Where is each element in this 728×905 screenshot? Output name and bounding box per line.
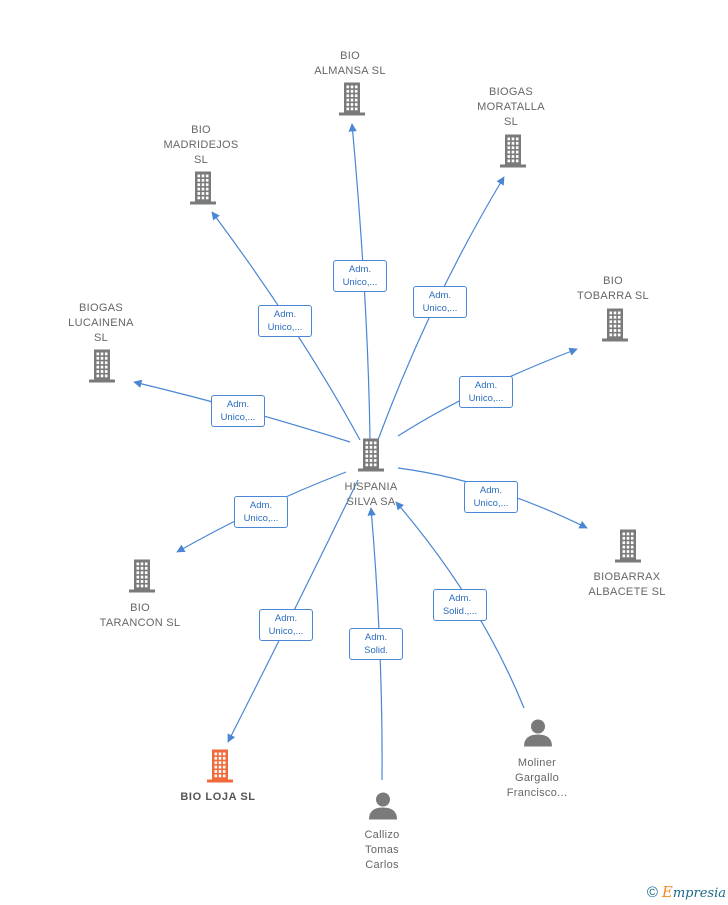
edge-label-line: Adm. <box>474 380 498 391</box>
edge-label-line: Adm. <box>226 399 250 410</box>
node-loja[interactable] <box>204 749 236 788</box>
node-label-biobarrax[interactable]: BIOBARRAX ALBACETE SL <box>588 571 666 598</box>
node-biobarrax[interactable] <box>612 529 644 568</box>
node-label-tobarra[interactable]: BIO TOBARRA SL <box>577 275 649 302</box>
edge-label-line: Adm. <box>479 485 503 496</box>
person-icon <box>524 719 552 747</box>
building-icon <box>190 171 216 205</box>
brand-watermark: © Empresia <box>647 883 726 901</box>
node-label-almansa[interactable]: BIO ALMANSA SL <box>314 50 386 77</box>
building-icon <box>129 559 155 593</box>
edge-label-moratalla[interactable]: Adm. Unico,... <box>413 286 467 318</box>
edge-label-line: Unico,... <box>342 277 378 288</box>
edge-label-loja[interactable]: Adm. Unico,... <box>259 609 313 641</box>
node-callizo[interactable] <box>368 792 398 825</box>
edge-label-callizo[interactable]: Adm. Solid. <box>349 628 403 660</box>
node-label-moratalla[interactable]: BIOGAS MORATALLA SL <box>477 86 545 128</box>
building-icon <box>89 349 115 383</box>
edge-label-line: Unico,... <box>268 626 304 637</box>
node-lucainena[interactable] <box>86 349 118 388</box>
edge-label-line: Adm. <box>273 309 297 320</box>
brand-name: mpresia <box>672 886 726 901</box>
edge-label-line: Unico,... <box>243 513 279 524</box>
building-icon <box>500 134 526 168</box>
building-icon <box>207 749 233 783</box>
node-label-tarancon[interactable]: BIO TARANCON SL <box>99 602 181 629</box>
edge-label-line: Unico,... <box>468 393 504 404</box>
edge-label-line: Adm. <box>448 593 472 604</box>
edge-label-line: Adm. <box>348 264 372 275</box>
edge-label-tarancon[interactable]: Adm. Unico,... <box>234 496 288 528</box>
edge-label-moliner[interactable]: Adm. Solid.,... <box>433 589 487 621</box>
edge-label-line: Adm. <box>364 632 388 643</box>
node-almansa[interactable] <box>336 82 368 121</box>
edge-label-line: Unico,... <box>220 412 256 423</box>
edge-label-line: Unico,... <box>422 303 458 314</box>
building-icon <box>602 308 628 342</box>
node-label-moliner[interactable]: Moliner Gargallo Francisco... <box>506 757 568 799</box>
edge-label-line: Adm. <box>428 290 452 301</box>
person-icon <box>369 792 397 820</box>
node-tobarra[interactable] <box>599 308 631 347</box>
edge-label-line: Unico,... <box>267 322 303 333</box>
edge-label-line: Adm. <box>249 500 273 511</box>
edge-label-madridejos[interactable]: Adm. Unico,... <box>258 305 312 337</box>
copyright-symbol: © <box>646 883 658 901</box>
node-label-hispania[interactable]: HISPANIA SILVA SA <box>344 481 398 508</box>
node-moliner[interactable] <box>523 719 553 752</box>
node-madridejos[interactable] <box>187 171 219 210</box>
node-label-loja[interactable]: BIO LOJA SL <box>180 791 256 803</box>
node-label-lucainena[interactable]: BIOGAS LUCAINENA SL <box>68 302 134 344</box>
node-moratalla[interactable] <box>497 134 529 173</box>
edge-label-tobarra[interactable]: Adm. Unico,... <box>459 376 513 408</box>
building-icon <box>358 438 384 472</box>
node-label-madridejos[interactable]: BIO MADRIDEJOS SL <box>163 124 239 166</box>
edge-label-line: Unico,... <box>473 498 509 509</box>
node-hispania[interactable] <box>355 438 387 477</box>
edge-label-biobarrax[interactable]: Adm. Unico,... <box>464 481 518 513</box>
edge-label-lucainena[interactable]: Adm. Unico,... <box>211 395 265 427</box>
building-icon <box>339 82 365 116</box>
edge-label-line: Solid. <box>364 645 388 656</box>
building-icon <box>615 529 641 563</box>
edge-label-line: Solid.,... <box>442 606 478 617</box>
edge-label-line: Adm. <box>274 613 298 624</box>
brand-initial: E <box>661 883 673 901</box>
node-tarancon[interactable] <box>126 559 158 598</box>
node-label-callizo[interactable]: Callizo Tomas Carlos <box>364 829 400 871</box>
edge-label-almansa[interactable]: Adm. Unico,... <box>333 260 387 292</box>
